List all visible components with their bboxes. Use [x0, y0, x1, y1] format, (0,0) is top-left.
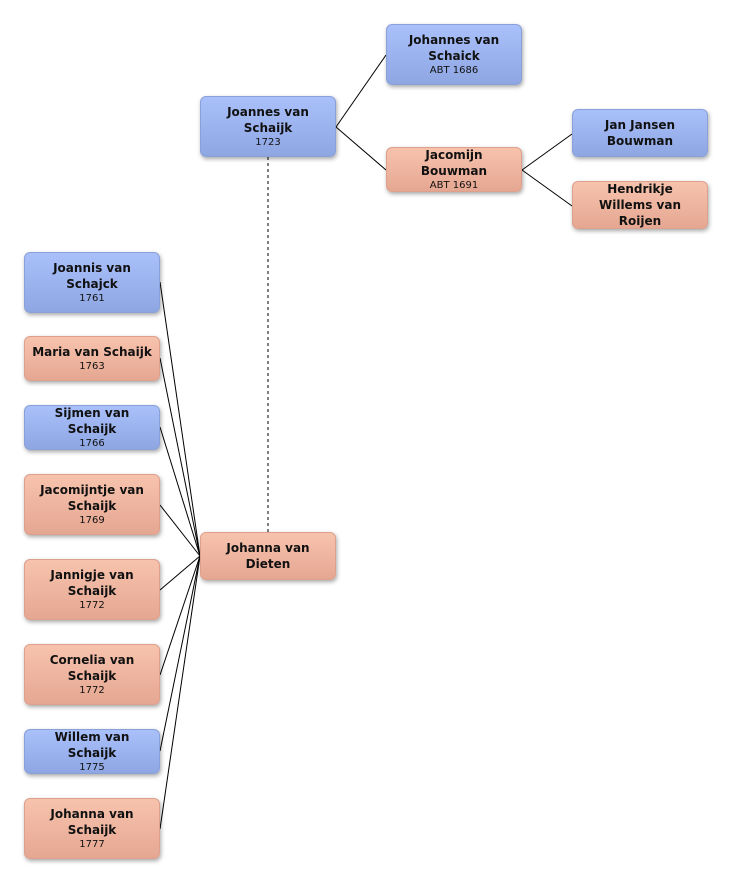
- person-jacomijn-bouwman[interactable]: Jacomijn Bouwman ABT 1691: [386, 147, 522, 192]
- person-name: Sijmen van Schaijk: [54, 406, 130, 436]
- person-year: ABT 1691: [429, 180, 479, 191]
- person-name: Johannes van Schaick: [408, 33, 500, 63]
- connector-child-1: [159, 281, 201, 557]
- connector-jacomijn-to-jan: [521, 133, 573, 171]
- connector-child-4: [159, 504, 201, 557]
- person-year: 1775: [79, 762, 105, 773]
- person-johanna-van-dieten[interactable]: Johanna van Dieten: [200, 532, 336, 580]
- person-year: 1766: [79, 438, 105, 449]
- person-year: 1723: [255, 137, 281, 148]
- person-joannes-van-schaijk[interactable]: Joannes van Schaijk 1723: [200, 96, 336, 157]
- connector-joannes-to-jacomijn: [335, 126, 387, 171]
- person-maria-van-schaijk[interactable]: Maria van Schaijk 1763: [24, 336, 160, 381]
- person-name: Joannis van Schajck: [53, 261, 131, 291]
- person-name: Joannes van Schaijk: [227, 105, 309, 135]
- person-year: 1772: [79, 600, 105, 611]
- person-name: Maria van Schaijk: [32, 345, 152, 359]
- person-name: Johanna van Dieten: [226, 541, 310, 571]
- person-name: Hendrikje Willems van Roijen: [598, 182, 681, 228]
- person-hendrikje-willems-van-roijen[interactable]: Hendrikje Willems van Roijen: [572, 181, 708, 229]
- person-jacomijntje-van-schaijk[interactable]: Jacomijntje van Schaijk 1769: [24, 474, 160, 535]
- person-name: Jacomijntje van Schaijk: [40, 483, 144, 513]
- person-cornelia-van-schaijk[interactable]: Cornelia van Schaijk 1772: [24, 644, 160, 705]
- connector-child-2: [159, 357, 201, 557]
- person-jannigje-van-schaijk[interactable]: Jannigje van Schaijk 1772: [24, 559, 160, 620]
- person-joannis-van-schajck[interactable]: Joannis van Schajck 1761: [24, 252, 160, 313]
- person-name: Jannigje van Schaijk: [50, 568, 134, 598]
- person-johannes-van-schaick[interactable]: Johannes van Schaick ABT 1686: [386, 24, 522, 85]
- connector-child-5: [159, 555, 201, 591]
- person-year: 1763: [79, 361, 105, 372]
- person-jan-jansen-bouwman[interactable]: Jan Jansen Bouwman: [572, 109, 708, 157]
- connector-child-7: [159, 555, 201, 752]
- connector-child-6: [159, 555, 201, 676]
- person-sijmen-van-schaijk[interactable]: Sijmen van Schaijk 1766: [24, 405, 160, 450]
- connector-child-8: [159, 555, 201, 830]
- person-johanna-van-schaijk[interactable]: Johanna van Schaijk 1777: [24, 798, 160, 859]
- person-year: 1772: [79, 685, 105, 696]
- person-year: 1777: [79, 839, 105, 850]
- connector-jacomijn-to-hendrikje: [521, 169, 573, 207]
- person-name: Johanna van Schaijk: [50, 807, 134, 837]
- connector-joannes-to-johannes: [335, 54, 387, 128]
- person-name: Jacomijn Bouwman: [420, 148, 488, 178]
- person-name: Jan Jansen Bouwman: [604, 118, 676, 148]
- person-year: ABT 1686: [429, 65, 479, 76]
- person-name: Cornelia van Schaijk: [49, 653, 135, 683]
- person-willem-van-schaijk[interactable]: Willem van Schaijk 1775: [24, 729, 160, 774]
- person-name: Willem van Schaijk: [54, 730, 130, 760]
- person-year: 1761: [79, 293, 105, 304]
- connector-child-3: [159, 426, 201, 557]
- person-year: 1769: [79, 515, 105, 526]
